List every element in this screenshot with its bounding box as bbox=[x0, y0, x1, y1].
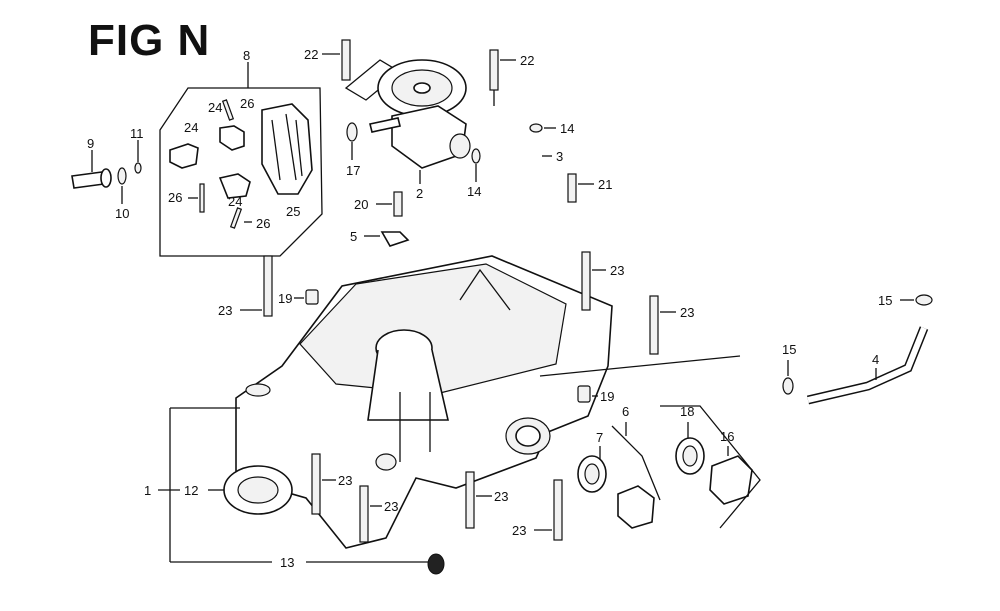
callout-22: 22 bbox=[304, 47, 318, 62]
leader-lines bbox=[158, 355, 741, 563]
small-bolts-group bbox=[364, 173, 594, 247]
bolt-22-right bbox=[489, 49, 499, 91]
callout-17: 17 bbox=[346, 163, 360, 178]
governor-assembly-group bbox=[159, 62, 323, 257]
callout-4: 4 bbox=[872, 352, 879, 367]
callout-12: 12 bbox=[184, 483, 198, 498]
crankcase-cover-part bbox=[235, 255, 613, 549]
shaft-washer-group bbox=[71, 140, 142, 204]
callout-11: 11 bbox=[130, 126, 144, 141]
dowels-group bbox=[294, 289, 598, 403]
callout-9: 9 bbox=[87, 136, 94, 151]
governor-gear-part bbox=[261, 103, 313, 195]
oil-pipe-group bbox=[471, 123, 556, 198]
governor-holder-part bbox=[169, 125, 251, 199]
bolt-23-f bbox=[465, 471, 475, 529]
callout-26: 26 bbox=[256, 216, 270, 231]
callout-23: 23 bbox=[384, 499, 398, 514]
callout-15: 15 bbox=[878, 293, 892, 308]
sensor-5 bbox=[380, 231, 410, 247]
bolt-23-a bbox=[263, 255, 273, 317]
callout-13: 13 bbox=[280, 555, 294, 570]
callout-2: 2 bbox=[416, 186, 423, 201]
callout-24: 24 bbox=[228, 194, 242, 209]
breather-tube-group bbox=[782, 294, 933, 405]
callout-labels: 8 24 26 24 26 24 25 26 9 11 10 22 22 17 … bbox=[87, 47, 892, 570]
oil-seal-part bbox=[223, 465, 293, 515]
bolt-23-g bbox=[553, 479, 563, 541]
callout-14: 14 bbox=[560, 121, 574, 136]
callout-26: 26 bbox=[240, 96, 254, 111]
callout-6: 6 bbox=[622, 404, 629, 419]
callout-14: 14 bbox=[467, 184, 481, 199]
callout-8: 8 bbox=[243, 48, 250, 63]
callout-19: 19 bbox=[278, 291, 292, 306]
bolt-23-e bbox=[359, 485, 369, 543]
figure-title: FIG N bbox=[88, 16, 211, 65]
oil-pump-gear-part bbox=[377, 59, 467, 117]
callout-5: 5 bbox=[350, 229, 357, 244]
callout-24: 24 bbox=[184, 120, 198, 135]
callout-10: 10 bbox=[115, 206, 129, 221]
filler-plug-group bbox=[660, 405, 761, 529]
bolt-23-b bbox=[581, 251, 591, 311]
callout-25: 25 bbox=[286, 204, 300, 219]
callout-23: 23 bbox=[512, 523, 526, 538]
callout-23: 23 bbox=[338, 473, 352, 488]
callout-23: 23 bbox=[494, 489, 508, 504]
oil-pump-group bbox=[322, 39, 516, 184]
dowel-19-a bbox=[305, 289, 319, 305]
callout-23: 23 bbox=[680, 305, 694, 320]
callout-1: 1 bbox=[144, 483, 151, 498]
callout-19: 19 bbox=[600, 389, 614, 404]
callout-18: 18 bbox=[680, 404, 694, 419]
bolt-21 bbox=[567, 173, 577, 203]
callout-22: 22 bbox=[520, 53, 534, 68]
callout-23: 23 bbox=[610, 263, 624, 278]
callout-3: 3 bbox=[556, 149, 563, 164]
callout-15: 15 bbox=[782, 342, 796, 357]
callout-21: 21 bbox=[598, 177, 612, 192]
callout-16: 16 bbox=[720, 429, 734, 444]
callout-26: 26 bbox=[168, 190, 182, 205]
drain-plug-group bbox=[577, 422, 661, 529]
long-bolts-group bbox=[240, 251, 676, 543]
callout-23: 23 bbox=[218, 303, 232, 318]
oil-pump-body-part bbox=[369, 105, 471, 169]
bolt-23-d bbox=[311, 453, 321, 515]
bolt-20 bbox=[393, 191, 403, 217]
pin-part bbox=[199, 99, 243, 229]
bolt-23-c bbox=[649, 295, 659, 355]
washer-13 bbox=[427, 553, 445, 575]
dowel-19-b bbox=[577, 385, 591, 403]
dowel-17 bbox=[346, 122, 358, 142]
callout-20: 20 bbox=[354, 197, 368, 212]
bolt-22-left bbox=[341, 39, 351, 81]
callout-7: 7 bbox=[596, 430, 603, 445]
callout-24: 24 bbox=[208, 100, 222, 115]
